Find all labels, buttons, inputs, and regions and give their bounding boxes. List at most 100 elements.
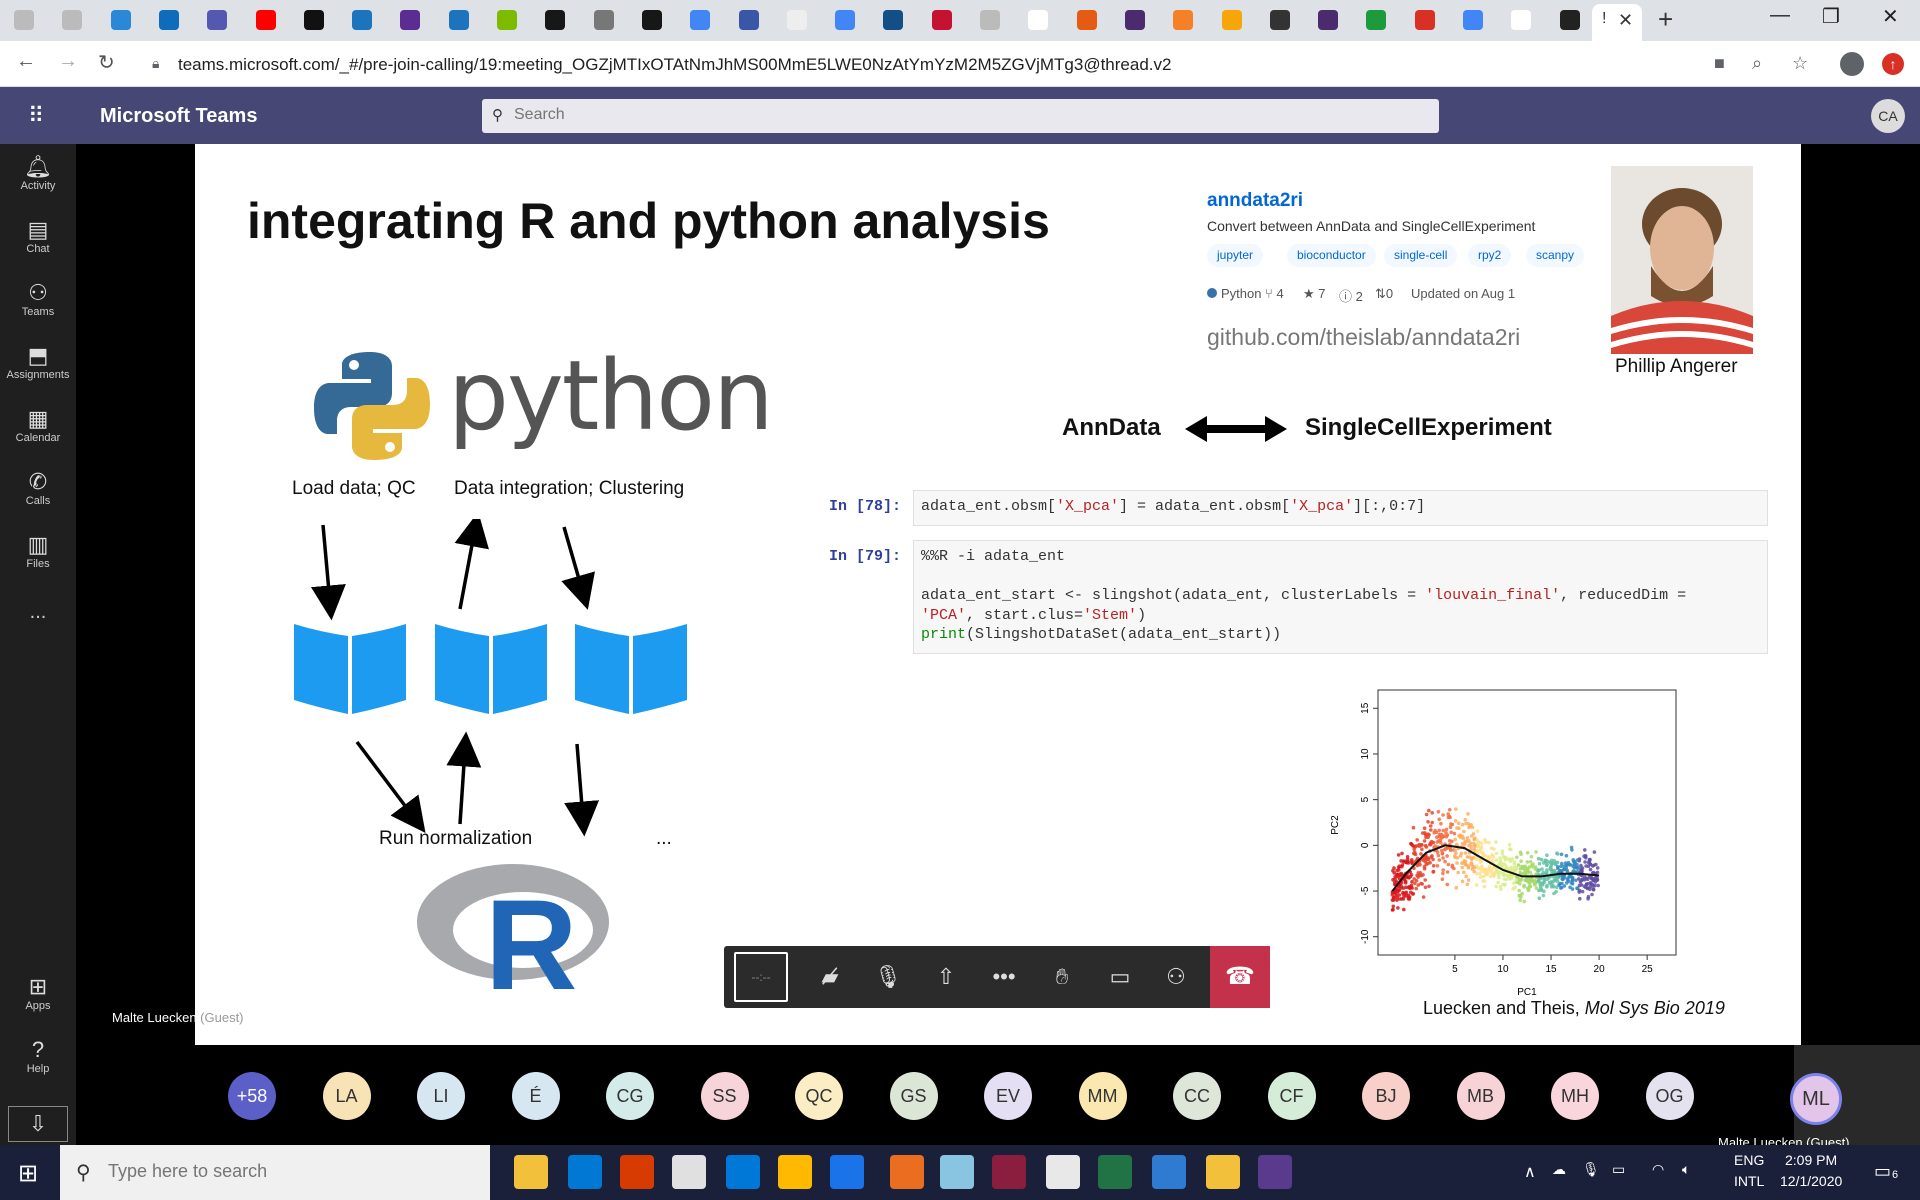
- browser-tab[interactable]: [62, 10, 83, 30]
- rail-item-help[interactable]: ?Help: [0, 1037, 76, 1075]
- search-box[interactable]: ⚲: [482, 99, 1439, 133]
- participant-avatar[interactable]: CG: [606, 1072, 654, 1120]
- browser-tab[interactable]: [1318, 10, 1339, 30]
- app-launcher-icon[interactable]: ⠿: [28, 103, 45, 128]
- taskbar-app-icon[interactable]: [778, 1155, 812, 1189]
- new-tab-button[interactable]: +: [1658, 4, 1674, 34]
- browser-tab[interactable]: [1028, 10, 1049, 30]
- taskbar-search-input[interactable]: [108, 1161, 468, 1182]
- browser-tab[interactable]: [931, 10, 952, 30]
- rail-item-calendar[interactable]: ▦Calendar: [0, 406, 76, 444]
- active-tab[interactable]: ! ✕: [1592, 4, 1642, 41]
- browser-tab[interactable]: [158, 10, 179, 30]
- taskbar-app-icon[interactable]: [1098, 1155, 1132, 1189]
- taskbar-app-icon[interactable]: [992, 1155, 1026, 1189]
- user-avatar[interactable]: CA: [1871, 99, 1905, 133]
- browser-tab[interactable]: [255, 10, 276, 30]
- participant-avatar[interactable]: BJ: [1362, 1072, 1410, 1120]
- raise-hand-icon[interactable]: ✋︎: [1055, 964, 1069, 989]
- taskbar-app-icon[interactable]: [940, 1155, 974, 1189]
- browser-tab[interactable]: [207, 10, 228, 30]
- taskbar-app-icon[interactable]: [726, 1155, 760, 1189]
- back-icon[interactable]: ←: [16, 50, 36, 72]
- browser-tab[interactable]: [883, 10, 904, 30]
- close-window-icon[interactable]: ✕: [1882, 6, 1899, 28]
- more-icon[interactable]: •••: [992, 964, 1016, 989]
- bookmark-star-icon[interactable]: ☆: [1792, 53, 1809, 73]
- rail-item-files[interactable]: ▥Files: [0, 532, 76, 570]
- participant-avatar[interactable]: SS: [700, 1072, 749, 1120]
- browser-tab[interactable]: [1124, 10, 1145, 30]
- browser-tab[interactable]: [738, 10, 759, 30]
- mic-off-icon[interactable]: 🎙︎: [874, 964, 902, 989]
- browser-tab[interactable]: [110, 10, 131, 30]
- browser-tab[interactable]: [1414, 10, 1435, 30]
- clock-date[interactable]: 12/1/2020: [1780, 1173, 1843, 1189]
- taskbar-app-icon[interactable]: [1152, 1155, 1186, 1189]
- browser-tab[interactable]: [1463, 10, 1483, 30]
- participant-avatar[interactable]: CC: [1173, 1072, 1221, 1120]
- tray-mic-icon[interactable]: 🎙︎: [1582, 1161, 1600, 1177]
- browser-tab[interactable]: [1076, 10, 1097, 30]
- browser-tab[interactable]: [1366, 10, 1387, 30]
- tray-chevron-icon[interactable]: ∧: [1524, 1164, 1536, 1181]
- rail-item-[interactable]: ...: [0, 595, 76, 624]
- participant-avatar[interactable]: CF: [1267, 1072, 1316, 1120]
- rail-item-calls[interactable]: ✆Calls: [0, 469, 76, 507]
- participant-avatar[interactable]: MB: [1456, 1072, 1505, 1120]
- browser-tab[interactable]: [1511, 10, 1532, 30]
- browser-tab[interactable]: [448, 10, 469, 30]
- tray-volume-icon[interactable]: 🔈︎: [1682, 1161, 1691, 1177]
- taskbar-app-icon[interactable]: [890, 1155, 924, 1189]
- participant-avatar[interactable]: MM: [1078, 1072, 1127, 1120]
- input-language[interactable]: ENG: [1734, 1152, 1765, 1168]
- participant-avatar[interactable]: QC: [795, 1072, 843, 1120]
- url-input[interactable]: teams.microsoft.com/_#/pre-join-calling/…: [178, 55, 1172, 74]
- taskbar-app-icon[interactable]: [568, 1155, 602, 1189]
- participant-avatar[interactable]: É: [511, 1072, 560, 1120]
- people-icon[interactable]: ⚇: [1166, 964, 1186, 989]
- code-cell[interactable]: %%R -i adata_ent adata_ent_start <- slin…: [913, 540, 1768, 654]
- rail-item-assignments[interactable]: ⬒Assignments: [0, 343, 76, 381]
- lock-icon[interactable]: 🔒︎: [152, 55, 160, 71]
- browser-tab[interactable]: [497, 10, 517, 30]
- browser-tab[interactable]: [593, 10, 614, 30]
- participant-avatar[interactable]: LI: [417, 1072, 465, 1120]
- hang-up-button[interactable]: ☎︎: [1210, 946, 1270, 1008]
- participant-avatar[interactable]: LA: [322, 1072, 371, 1120]
- participant-avatar[interactable]: EV: [984, 1072, 1032, 1120]
- forward-icon[interactable]: →: [58, 50, 78, 72]
- input-layout[interactable]: INTL: [1734, 1173, 1765, 1189]
- browser-tab[interactable]: [641, 10, 662, 30]
- browser-tab[interactable]: [400, 10, 421, 30]
- tray-battery-icon[interactable]: ▭: [1612, 1161, 1626, 1177]
- browser-tab[interactable]: [1269, 10, 1290, 30]
- participant-avatar[interactable]: +58: [228, 1072, 276, 1120]
- close-tab-icon[interactable]: ✕: [1618, 10, 1634, 30]
- browser-tab[interactable]: [1559, 10, 1580, 30]
- taskbar-app-icon[interactable]: [1046, 1155, 1080, 1189]
- browser-tab[interactable]: [352, 10, 373, 30]
- taskbar-app-icon[interactable]: [1206, 1155, 1240, 1189]
- clock-time[interactable]: 2:09 PM: [1785, 1152, 1838, 1168]
- windows-start-icon[interactable]: ⊞: [18, 1160, 39, 1187]
- taskbar-app-icon[interactable]: [1258, 1155, 1292, 1189]
- zoom-icon[interactable]: ⌕: [1752, 53, 1763, 73]
- tray-wifi-icon[interactable]: ◠: [1652, 1161, 1665, 1177]
- browser-tab[interactable]: [303, 10, 324, 30]
- camera-blocked-icon[interactable]: ■: [1714, 53, 1725, 73]
- extension-update-icon[interactable]: ↑: [1882, 53, 1904, 75]
- code-cell[interactable]: adata_ent.obsm['X_pca'] = adata_ent.obsm…: [913, 490, 1768, 526]
- taskbar-app-icon[interactable]: [672, 1155, 706, 1189]
- browser-tab[interactable]: [835, 10, 856, 30]
- search-input[interactable]: [514, 106, 1394, 124]
- download-app-button[interactable]: ⇩: [0, 1106, 76, 1142]
- participant-avatar[interactable]: OG: [1645, 1072, 1694, 1120]
- notification-icon[interactable]: ▭: [1874, 1161, 1892, 1181]
- browser-tab[interactable]: [14, 10, 34, 30]
- chat-icon[interactable]: ▭: [1109, 964, 1131, 989]
- rail-item-activity[interactable]: 🔔︎Activity: [0, 154, 76, 192]
- maximize-icon[interactable]: ❐: [1822, 6, 1840, 28]
- camera-off-icon[interactable]: ▰̸: [821, 964, 839, 989]
- browser-tab[interactable]: [545, 10, 566, 30]
